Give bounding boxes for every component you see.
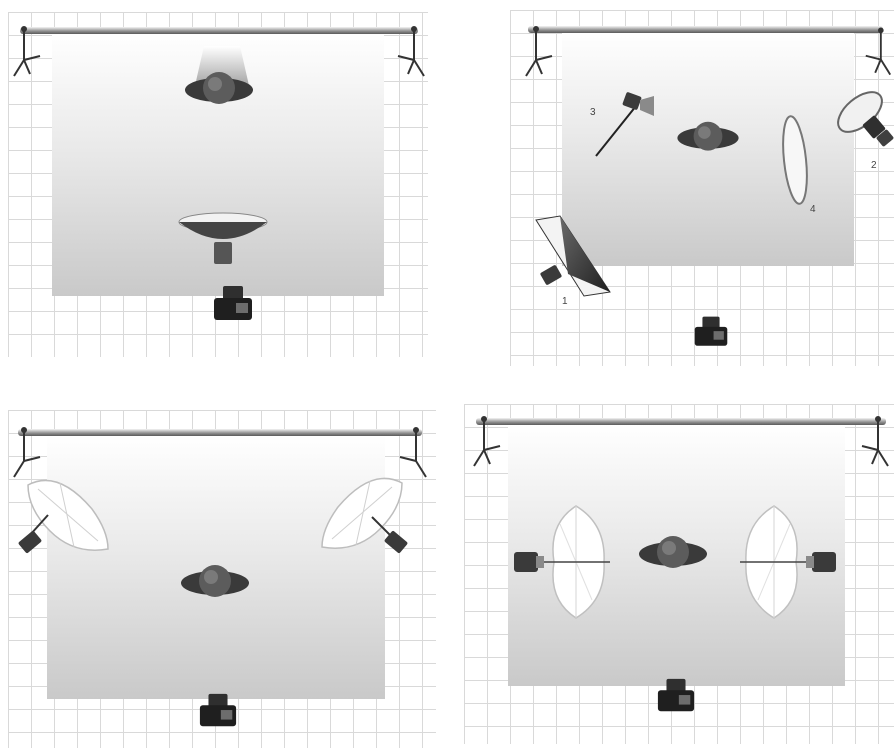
setup-panel-top-right: 1 2 3 4 xyxy=(510,10,894,370)
stand-icon xyxy=(862,24,894,80)
light-label: 3 xyxy=(590,107,596,118)
camera-icon xyxy=(656,678,696,714)
light-label: 4 xyxy=(810,204,816,215)
grid-spot-icon xyxy=(592,90,662,160)
setup-panel-top-left xyxy=(0,0,435,365)
stand-icon xyxy=(394,24,428,80)
camera-icon xyxy=(212,286,254,322)
umbrella-icon xyxy=(312,467,412,563)
backdrop-bar xyxy=(476,418,886,425)
stand-icon xyxy=(10,24,44,80)
stand-icon xyxy=(470,414,504,470)
subject-icon xyxy=(676,120,740,156)
subject-icon xyxy=(180,563,250,603)
camera-icon xyxy=(693,316,729,348)
umbrella-icon xyxy=(18,469,118,565)
setup-panel-bottom-right xyxy=(462,400,894,753)
beauty-dish-icon xyxy=(832,88,894,154)
subject-icon xyxy=(184,70,254,110)
light-label: 1 xyxy=(562,296,568,307)
umbrella-icon xyxy=(510,504,610,620)
backdrop-bar xyxy=(20,27,418,34)
softbox-icon xyxy=(534,214,620,298)
subject-icon xyxy=(638,534,708,574)
backdrop-bar xyxy=(18,429,422,436)
reflector-icon xyxy=(780,114,810,206)
light-label: 2 xyxy=(871,160,877,171)
stand-icon xyxy=(858,414,892,470)
camera-icon xyxy=(198,693,238,729)
backdrop-bar xyxy=(528,26,883,33)
beauty-dish-icon xyxy=(178,212,268,272)
umbrella-icon xyxy=(740,504,840,620)
stand-icon xyxy=(522,24,556,80)
setup-panel-bottom-left xyxy=(0,405,440,753)
